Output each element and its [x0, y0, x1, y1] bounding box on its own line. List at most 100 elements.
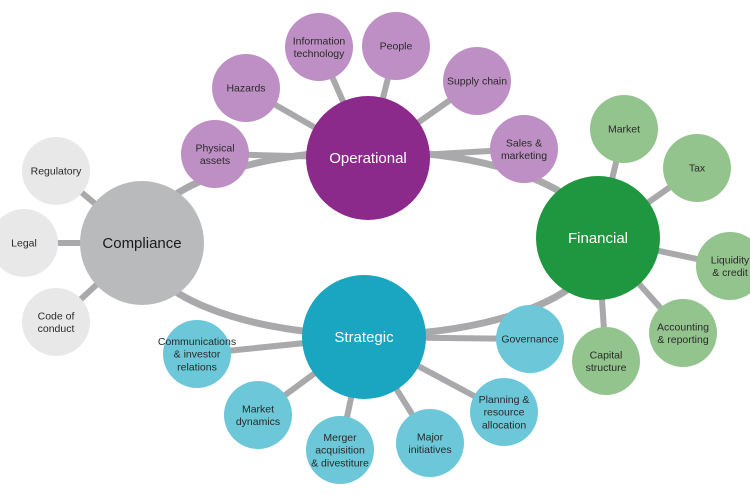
strategic-bubble-planning-and-resource-allocation-label-line: Planning &	[479, 394, 530, 406]
compliance-bubble-regulatory-circle	[22, 137, 90, 205]
strategic-bubble-governance-circle	[496, 305, 564, 373]
operational-bubble-hazards-label-line: Hazards	[226, 83, 265, 95]
strategic-bubble-market-dynamics-circle	[224, 381, 292, 449]
operational-bubble-people-label-line: People	[380, 41, 413, 53]
financial-bubble-liquidity-and-credit-label-line: Liquidity	[711, 254, 750, 266]
financial-bubble-tax-label-line: Tax	[689, 163, 706, 175]
operational-bubble-sales-and-marketing-circle	[490, 115, 558, 183]
operational-bubble-supply-chain-label-line: Supply chain	[447, 76, 507, 88]
strategic-hub-circle	[302, 275, 426, 399]
strategic-bubble-communications-and-investor-relations-label-line: relations	[177, 361, 217, 373]
financial-hub-circle	[536, 176, 660, 300]
strategic-bubble-merger-acquisition-and-divestiture-circle	[306, 416, 374, 484]
operational-bubble-information-technology-label-line: technology	[294, 48, 346, 60]
compliance-bubble-code-of-conduct-circle	[22, 288, 90, 356]
operational-bubble-information-technology-circle	[285, 13, 353, 81]
financial-bubble-tax-label: Tax	[689, 163, 706, 175]
strategic-bubble-market-dynamics-label-line: Market	[242, 403, 274, 415]
strategic-hub-label: Strategic	[334, 329, 394, 346]
operational-bubble-supply-chain: Supply chain	[443, 47, 511, 115]
strategic-bubble-major-initiatives-label-line: initiatives	[408, 444, 451, 456]
financial-bubble-capital-structure-label-line: Capital	[590, 349, 623, 361]
strategic-bubble-communications-and-investor-relations-circle	[163, 320, 231, 388]
strategic-bubble-governance: Governance	[496, 305, 564, 373]
financial-bubble-accounting-and-reporting-label-line: Accounting	[657, 321, 709, 333]
financial-bubble-accounting-and-reporting: Accounting& reporting	[649, 299, 717, 367]
financial-bubble-market-label: Market	[608, 124, 640, 136]
operational-bubble-hazards-label: Hazards	[226, 83, 265, 95]
operational-bubble-people: People	[362, 12, 430, 80]
operational-bubble-sales-and-marketing-label: Sales &marketing	[501, 137, 547, 162]
compliance-hub-label: Compliance	[102, 235, 181, 252]
strategic-bubble-major-initiatives-label-line: Major	[417, 431, 444, 443]
financial-bubble-accounting-and-reporting-label: Accounting& reporting	[657, 321, 709, 346]
operational-hub-label: Operational	[329, 150, 407, 167]
financial-bubble-market-circle	[590, 95, 658, 163]
financial-hub: Financial	[536, 176, 660, 300]
financial-hub-label: Financial	[568, 230, 628, 247]
financial-bubble-liquidity-and-credit-label: Liquidity& credit	[711, 254, 750, 279]
compliance-bubble-regulatory: Regulatory	[22, 137, 90, 205]
compliance-bubble-code-of-conduct-label-line: conduct	[38, 323, 75, 335]
strategic-bubble-planning-and-resource-allocation-circle	[470, 378, 538, 446]
financial-bubble-capital-structure-label-line: structure	[586, 362, 627, 374]
compliance-hub-circle	[80, 181, 204, 305]
compliance-bubble-legal-circle	[0, 209, 58, 277]
strategic-bubble-communications-and-investor-relations-label-line: & investor	[174, 349, 221, 361]
compliance-bubble-legal-label: Legal	[11, 238, 37, 250]
financial-bubble-accounting-and-reporting-label-line: & reporting	[657, 334, 709, 346]
operational-bubble-sales-and-marketing-label-line: marketing	[501, 150, 547, 162]
compliance-bubble-regulatory-label-line: Regulatory	[31, 166, 83, 178]
strategic-bubble-governance-label: Governance	[501, 334, 558, 346]
operational-hub: Operational	[306, 96, 430, 220]
financial-bubble-liquidity-and-credit: Liquidity& credit	[696, 232, 750, 300]
compliance-hub: Compliance	[80, 181, 204, 305]
strategic-bubble-planning-and-resource-allocation-label-line: resource	[484, 407, 525, 419]
strategic-hub: Strategic	[302, 275, 426, 399]
strategic-bubble-merger-acquisition-and-divestiture-label-line: & divestiture	[311, 457, 369, 469]
operational-bubble-information-technology-label-line: Information	[293, 35, 346, 47]
financial-bubble-market: Market	[590, 95, 658, 163]
strategic-bubble-communications-and-investor-relations-label-line: Communications	[158, 336, 236, 348]
operational-bubble-physical-assets-circle	[181, 120, 249, 188]
operational-bubble-physical-assets-label-line: assets	[200, 155, 230, 167]
strategic-bubble-major-initiatives-circle	[396, 409, 464, 477]
strategic-bubble-merger-acquisition-and-divestiture-label-line: acquisition	[315, 445, 365, 457]
financial-bubble-market-label-line: Market	[608, 124, 640, 136]
operational-bubble-supply-chain-circle	[443, 47, 511, 115]
financial-bubble-tax-circle	[663, 134, 731, 202]
operational-bubble-supply-chain-label: Supply chain	[447, 76, 507, 88]
financial-bubble-tax: Tax	[663, 134, 731, 202]
operational-bubble-hazards: Hazards	[212, 54, 280, 122]
compliance-bubble-regulatory-label: Regulatory	[31, 166, 83, 178]
compliance-bubble-code-of-conduct-label-line: Code of	[38, 310, 75, 322]
compliance-bubble-legal: Legal	[0, 209, 58, 277]
financial-bubble-capital-structure-circle	[572, 327, 640, 395]
operational-bubble-physical-assets-label-line: Physical	[195, 142, 234, 154]
strategic-bubble-planning-and-resource-allocation-label-line: allocation	[482, 419, 527, 431]
strategic-bubble-governance-label-line: Governance	[501, 334, 558, 346]
strategic-bubble-merger-acquisition-and-divestiture-label-line: Merger	[323, 432, 357, 444]
compliance-bubble-legal-label-line: Legal	[11, 238, 37, 250]
operational-bubble-hazards-circle	[212, 54, 280, 122]
